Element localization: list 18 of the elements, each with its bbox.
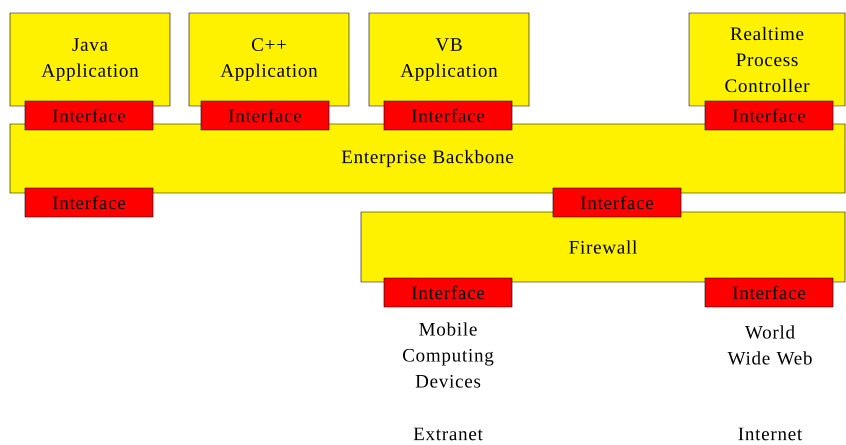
application-box: Realtime Process Controller [688,12,846,106]
application-box: C++ Application [188,12,350,106]
application-box: VB Application [368,12,530,106]
interface-box: Interface [704,278,834,308]
caption-text: World Wide Web [728,325,812,365]
interface-box: Interface [200,100,330,130]
interface-box: Interface [384,100,512,130]
caption-text: Extranet [414,428,483,440]
interface-box: Interface [552,188,682,218]
caption-text: Internet [738,428,802,440]
application-box: Java Application [10,12,170,106]
interface-box: Interface [24,188,154,218]
layer-band: Enterprise Backbone [10,124,846,194]
interface-box: Interface [704,100,834,130]
interface-box: Interface [24,100,154,130]
caption-text: Mobile Computing Devices [403,322,494,388]
layer-band: Firewall [360,212,846,282]
interface-box: Interface [384,278,512,308]
